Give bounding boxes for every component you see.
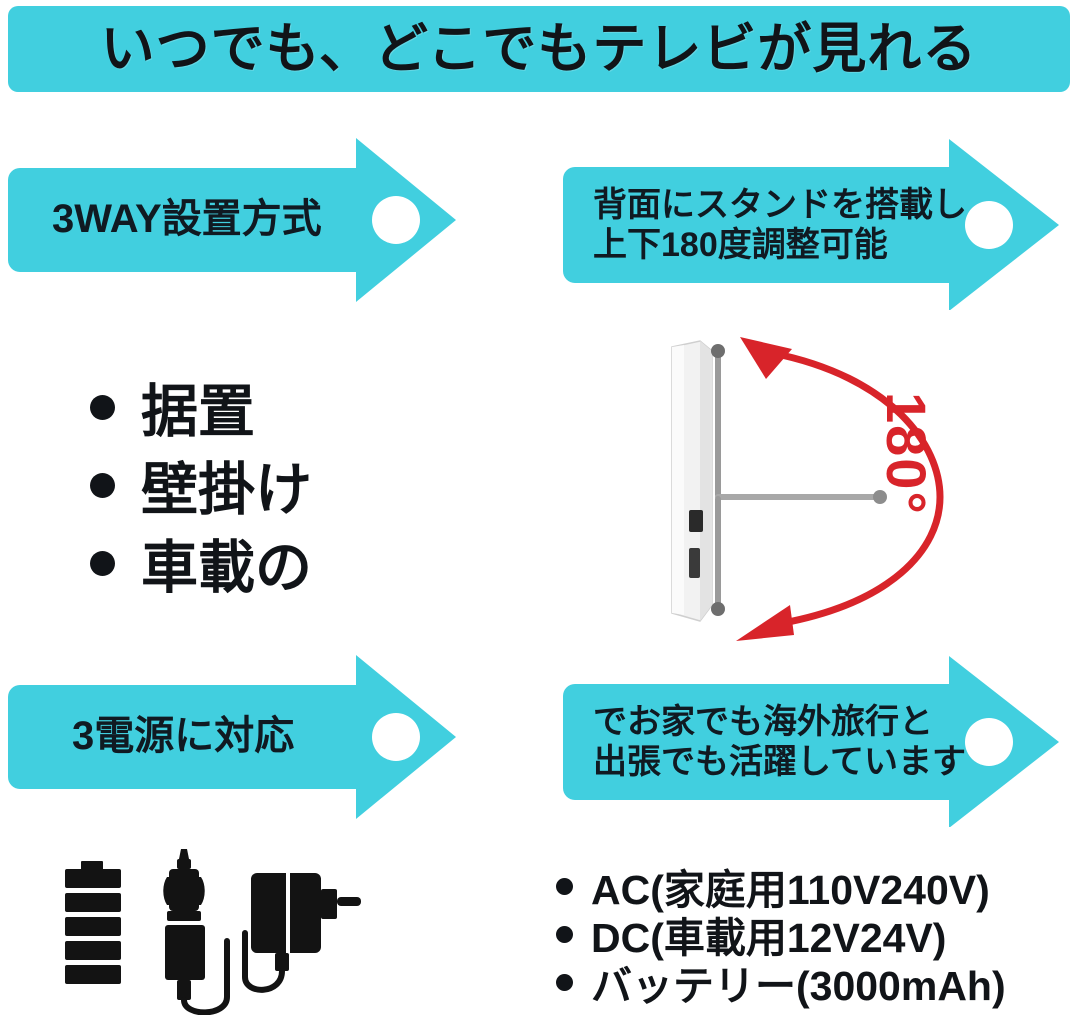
banner-stand-rotation-line2: 上下180度調整可能 — [593, 226, 888, 264]
bullet-dot-icon — [556, 877, 573, 895]
banner-usage-scenes: でお家でも海外旅行と 出張でも活躍しています — [556, 652, 1080, 827]
install-options-list: 据置 壁掛け 車載の — [90, 368, 312, 602]
power-option-label: バッテリー(3000mAh) — [591, 963, 1006, 1009]
arrow-hole-install — [372, 196, 420, 244]
list-item: 据置 — [90, 368, 312, 446]
banner-stand-rotation: 背面にスタンドを搭載し 上下180度調整可能 — [556, 135, 1080, 310]
page-title: いつでも、どこでもテレビが見れる — [100, 19, 978, 79]
header-banner: いつでも、どこでもテレビが見れる — [8, 6, 1070, 92]
install-option-label: 壁掛け — [141, 458, 312, 522]
battery-icon — [65, 861, 121, 984]
banner-install-method: 3WAY設置方式 — [0, 135, 460, 305]
banner-install-method-text: 3WAY設置方式 — [52, 197, 322, 242]
bullet-dot-icon — [90, 550, 115, 576]
tv-side-view-with-stand-icon — [671, 337, 944, 641]
power-source-icons — [55, 845, 365, 1016]
power-option-label: DC(車載用12V24V) — [591, 915, 947, 961]
install-option-label: 据置 — [141, 380, 255, 444]
banner-usage-scenes-line2: 出張でも活躍しています — [593, 743, 966, 781]
power-option-label: AC(家庭用110V240V) — [591, 867, 990, 913]
arrow-shape-usage — [563, 656, 1059, 827]
list-item: DC(車載用12V24V) — [556, 910, 1006, 961]
bullet-dot-icon — [556, 925, 573, 943]
install-option-label: 車載の — [141, 536, 312, 600]
banner-power-support: 3電源に対応 — [0, 652, 460, 822]
arrow-hole-power — [372, 713, 420, 761]
power-options-list: AC(家庭用110V240V) DC(車載用12V24V) バッテリー(3000… — [556, 862, 1006, 1009]
ac-adapter-icon — [242, 873, 361, 993]
list-item: 車載の — [90, 524, 312, 602]
arrow-hole-stand — [965, 201, 1013, 249]
bullet-dot-icon — [90, 394, 115, 420]
list-item: バッテリー(3000mAh) — [556, 958, 1006, 1009]
banner-power-support-text: 3電源に対応 — [72, 714, 295, 759]
banner-usage-scenes-line1: でお家でも海外旅行と — [593, 702, 933, 741]
rotation-angle-label: 180° — [875, 392, 938, 516]
list-item: AC(家庭用110V240V) — [556, 862, 1006, 913]
arrow-shape-install — [8, 138, 456, 302]
bullet-dot-icon — [556, 973, 573, 991]
arrow-shape-power — [8, 655, 456, 819]
tv-rotation-illustration — [640, 305, 970, 655]
bullet-dot-icon — [90, 472, 115, 498]
banner-stand-rotation-line1: 背面にスタンドを搭載し — [593, 185, 967, 224]
arrow-hole-usage — [965, 718, 1013, 766]
car-charger-icon — [163, 849, 230, 1016]
arrow-shape-stand — [563, 139, 1059, 310]
list-item: 壁掛け — [90, 446, 312, 524]
